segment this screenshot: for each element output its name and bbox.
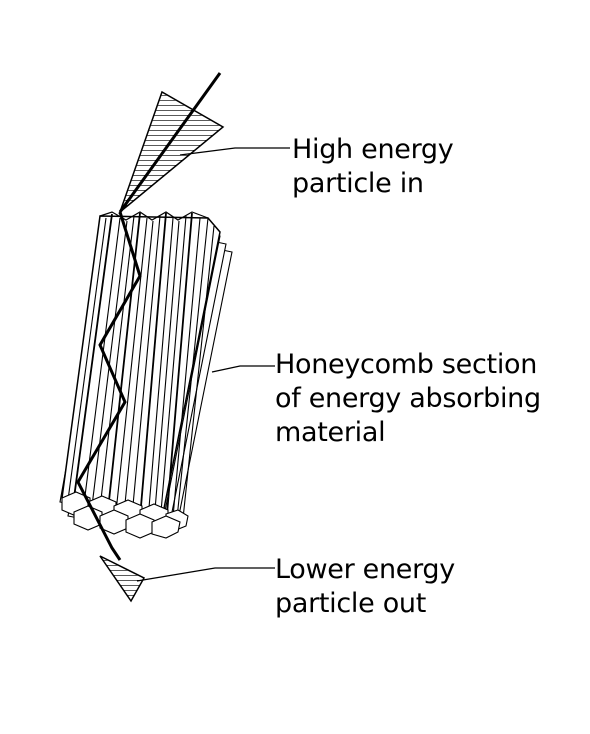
leader-lines bbox=[136, 147, 290, 582]
label-particle-in-line-1: High energy bbox=[292, 134, 454, 165]
particle-track bbox=[76, 72, 222, 561]
label-honeycomb: Honeycomb section of energy absorbing ma… bbox=[275, 348, 541, 450]
label-particle-out-line-1: Lower energy bbox=[275, 554, 455, 585]
label-honeycomb-line-3: material bbox=[275, 417, 386, 448]
label-particle-in: High energy particle in bbox=[292, 133, 454, 201]
label-honeycomb-line-1: Honeycomb section bbox=[275, 349, 538, 380]
honeycomb-rod-bundle bbox=[61, 211, 221, 529]
label-particle-in-line-2: particle in bbox=[292, 168, 424, 199]
label-particle-out: Lower energy particle out bbox=[275, 553, 455, 621]
label-particle-out-line-2: particle out bbox=[275, 588, 427, 619]
label-honeycomb-line-2: of energy absorbing bbox=[275, 383, 541, 414]
outgoing-particle-cone bbox=[99, 555, 146, 603]
